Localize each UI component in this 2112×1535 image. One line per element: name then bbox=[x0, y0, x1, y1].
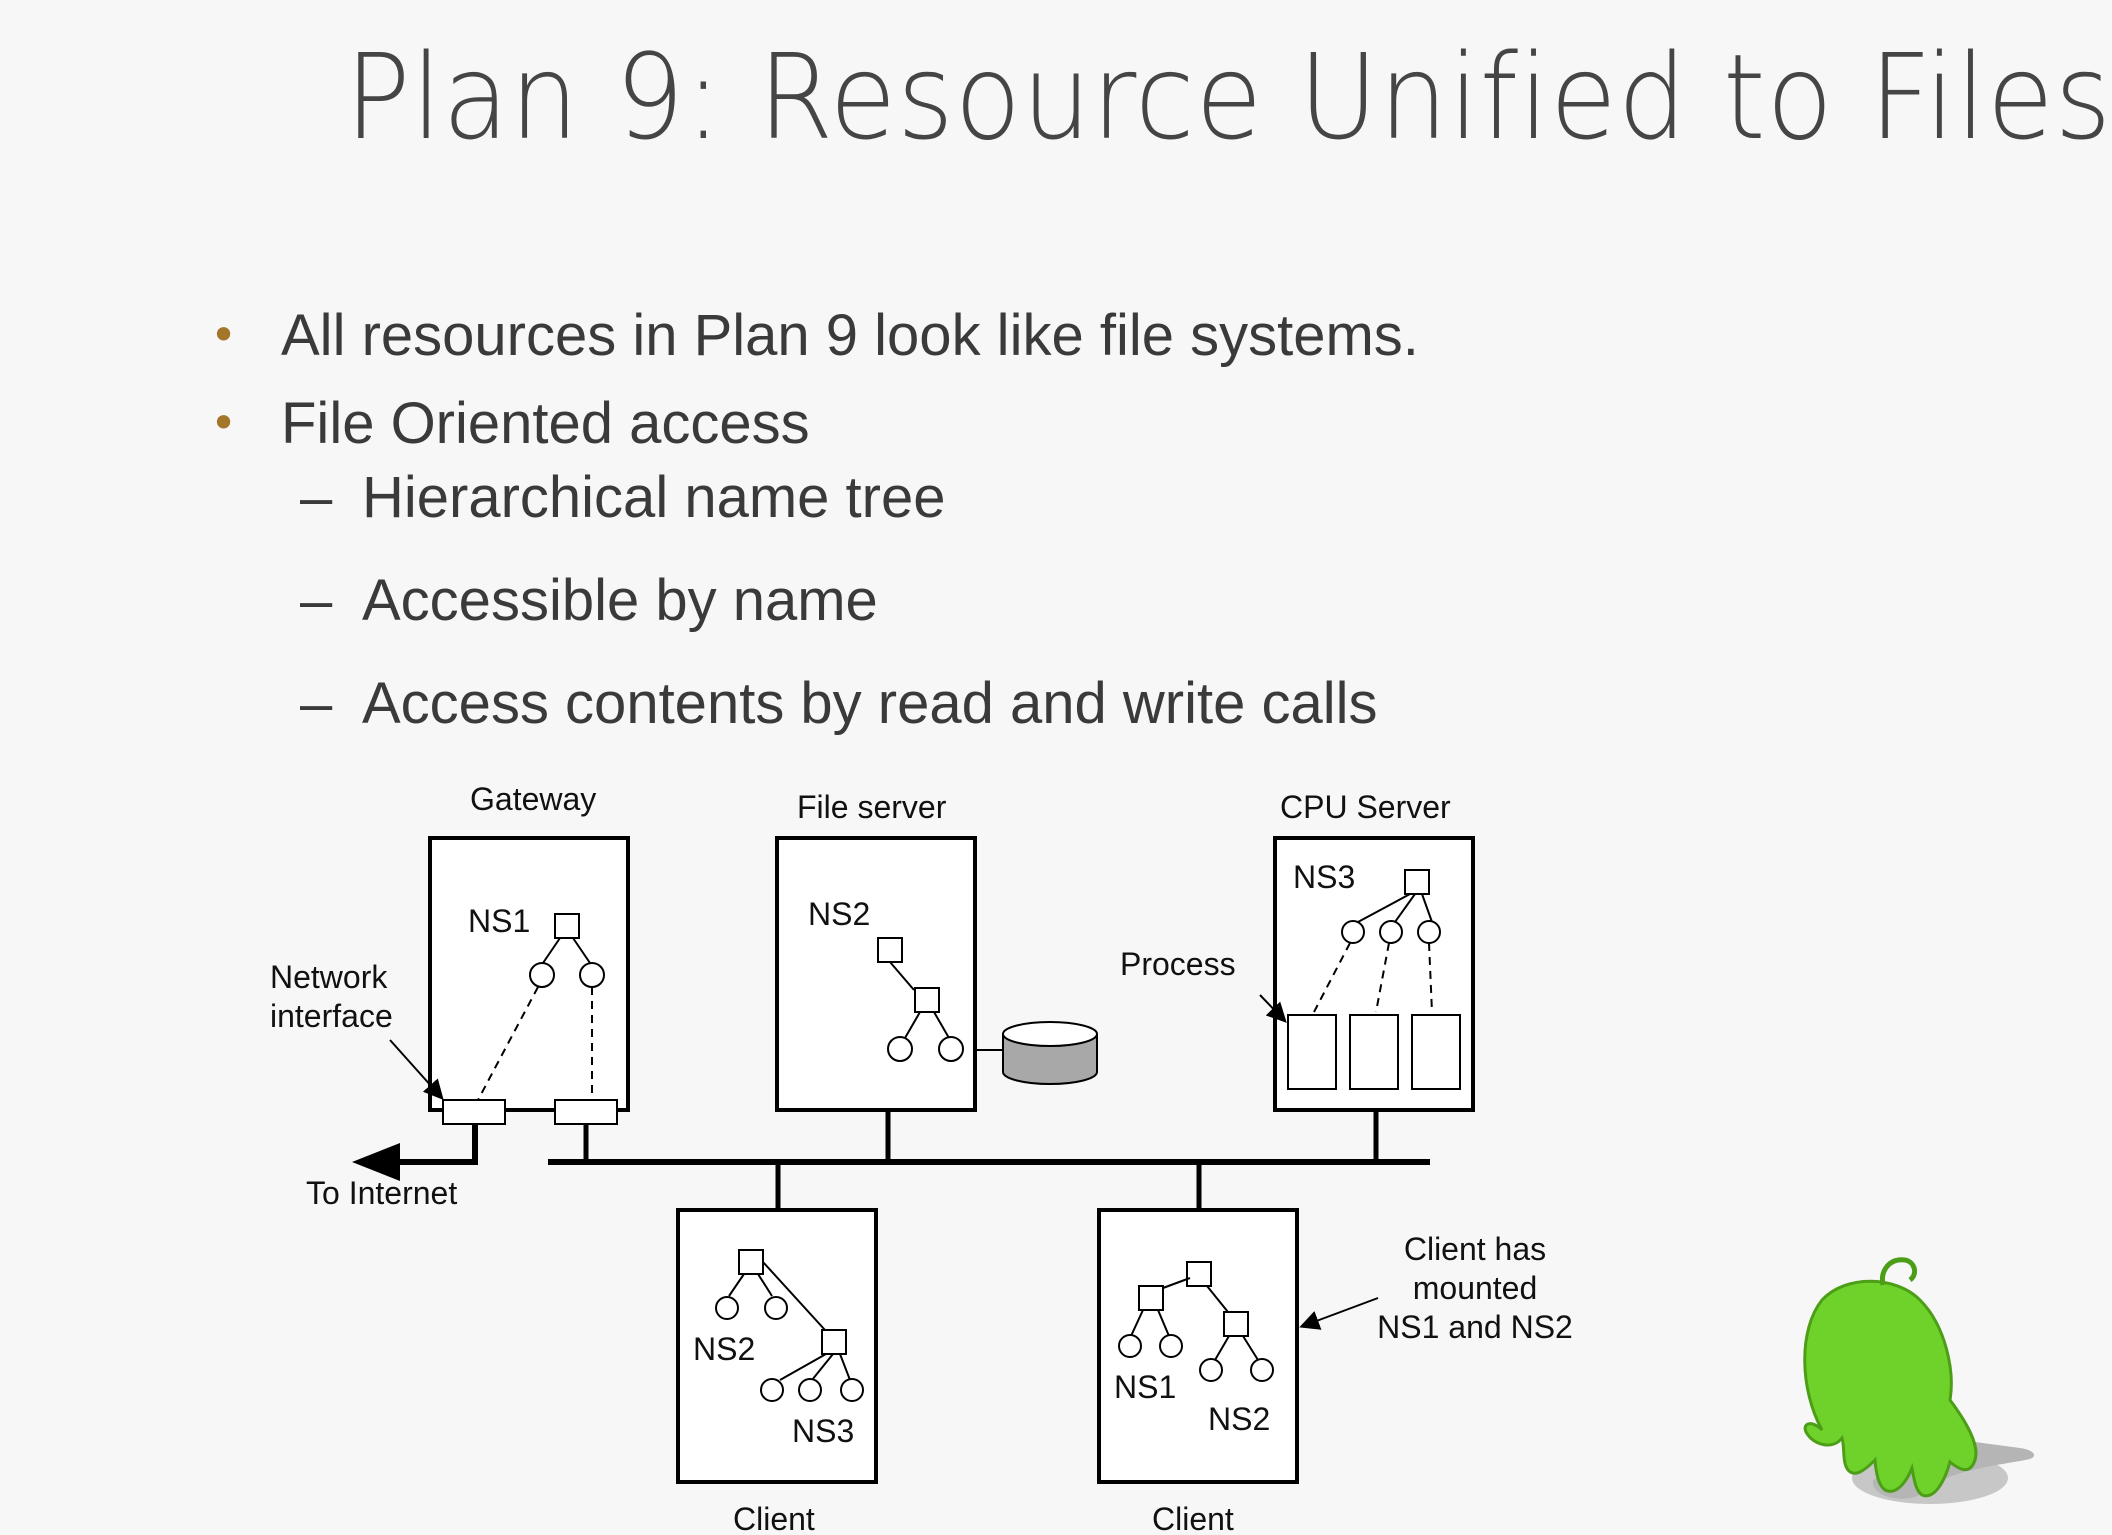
sub-bullet-text: Accessible by name bbox=[362, 568, 878, 633]
process-box bbox=[1349, 1014, 1399, 1090]
sub-bullet-item-3: –Access contents by read and write calls bbox=[300, 670, 1377, 737]
network-diagram: Gateway NS1 Network interface To Interne… bbox=[270, 781, 1573, 1535]
client-has-label-2: mounted bbox=[1413, 1270, 1538, 1306]
tree-leaf-node bbox=[529, 962, 555, 988]
dash-marker: – bbox=[300, 568, 333, 633]
tree-node bbox=[914, 987, 940, 1013]
tree-node bbox=[1223, 1311, 1249, 1337]
client-has-label-3: NS1 and NS2 bbox=[1377, 1309, 1573, 1345]
tree-leaf-node bbox=[1159, 1334, 1183, 1358]
tree-root-node bbox=[554, 913, 580, 939]
bullet-marker: • bbox=[210, 308, 238, 362]
sub-bullet-text: Hierarchical name tree bbox=[362, 465, 946, 530]
client1-label: Client bbox=[733, 1501, 815, 1535]
file-server-label: File server bbox=[797, 789, 947, 825]
client-has-arrow bbox=[1299, 1297, 1379, 1330]
client1-ns2-label: NS2 bbox=[693, 1331, 755, 1367]
process-label: Process bbox=[1120, 946, 1236, 982]
internet-link bbox=[372, 1124, 478, 1165]
sub-bullet-item-2: –Accessible by name bbox=[300, 567, 878, 634]
tree-leaf-node bbox=[840, 1378, 864, 1402]
tree-leaf-node bbox=[715, 1296, 739, 1320]
tree-root-node bbox=[1186, 1261, 1212, 1287]
client-node-2: NS1 NS2 Client bbox=[1097, 1162, 1299, 1535]
tree-leaf-node bbox=[764, 1296, 788, 1320]
tree-leaf-node bbox=[1379, 920, 1403, 944]
cpu-server-ns3-label: NS3 bbox=[1293, 859, 1355, 895]
tree-leaf-node bbox=[1341, 920, 1365, 944]
to-internet-label: To Internet bbox=[306, 1175, 457, 1211]
gateway-ns1-label: NS1 bbox=[468, 903, 530, 939]
tree-leaf-node bbox=[1250, 1358, 1274, 1382]
tree-node bbox=[1138, 1285, 1164, 1311]
dash-marker: – bbox=[300, 671, 333, 736]
tree-root-node bbox=[877, 937, 903, 963]
client-has-label-1: Client has bbox=[1404, 1231, 1546, 1267]
client2-ns1-label: NS1 bbox=[1114, 1369, 1176, 1405]
client-node-1: NS2 NS3 Client bbox=[676, 1162, 878, 1535]
slide-title: Plan 9: Resource Unified to Files bbox=[345, 28, 2112, 166]
tree-leaf-node bbox=[887, 1036, 913, 1062]
tree-node bbox=[821, 1329, 847, 1355]
gateway-node: Gateway NS1 bbox=[428, 781, 630, 1162]
process-box bbox=[1411, 1014, 1461, 1090]
client2-label: Client bbox=[1152, 1501, 1234, 1535]
bullet-item-1: All resources in Plan 9 look like file s… bbox=[281, 303, 1419, 368]
gateway-label: Gateway bbox=[470, 781, 596, 817]
sub-bullet-text: Access contents by read and write calls bbox=[362, 671, 1378, 736]
dash-marker: – bbox=[300, 465, 333, 530]
network-interface-label-1: Network bbox=[270, 959, 388, 995]
network-interface-label-2: interface bbox=[270, 998, 393, 1034]
tree-leaf-node bbox=[798, 1378, 822, 1402]
green-glenda-bunny-icon bbox=[1803, 1257, 2035, 1504]
process-arrow bbox=[1259, 994, 1287, 1023]
process-box bbox=[1287, 1014, 1337, 1090]
tree-leaf-node bbox=[1199, 1358, 1223, 1382]
internet-arrowhead bbox=[352, 1143, 400, 1181]
tree-root-node bbox=[1404, 869, 1430, 895]
file-server-ns2-label: NS2 bbox=[808, 896, 870, 932]
client1-ns3-label: NS3 bbox=[792, 1413, 854, 1449]
bullet-marker: • bbox=[210, 396, 238, 450]
bullet-item-2: File Oriented access bbox=[281, 391, 810, 456]
cpu-server-label: CPU Server bbox=[1280, 789, 1451, 825]
sub-bullet-item-1: –Hierarchical name tree bbox=[300, 464, 945, 531]
tree-leaf-node bbox=[938, 1036, 964, 1062]
network-interface-arrow bbox=[389, 1039, 444, 1100]
disk-storage-icon bbox=[1002, 1021, 1098, 1085]
file-server-box bbox=[775, 836, 977, 1112]
tree-leaf-node bbox=[1118, 1334, 1142, 1358]
file-server-node: File server NS2 bbox=[775, 789, 977, 1162]
cpu-server-node: CPU Server NS3 bbox=[1273, 789, 1475, 1162]
tree-leaf-node bbox=[760, 1378, 784, 1402]
tree-root-node bbox=[738, 1249, 764, 1275]
client2-ns2-label: NS2 bbox=[1208, 1401, 1270, 1437]
